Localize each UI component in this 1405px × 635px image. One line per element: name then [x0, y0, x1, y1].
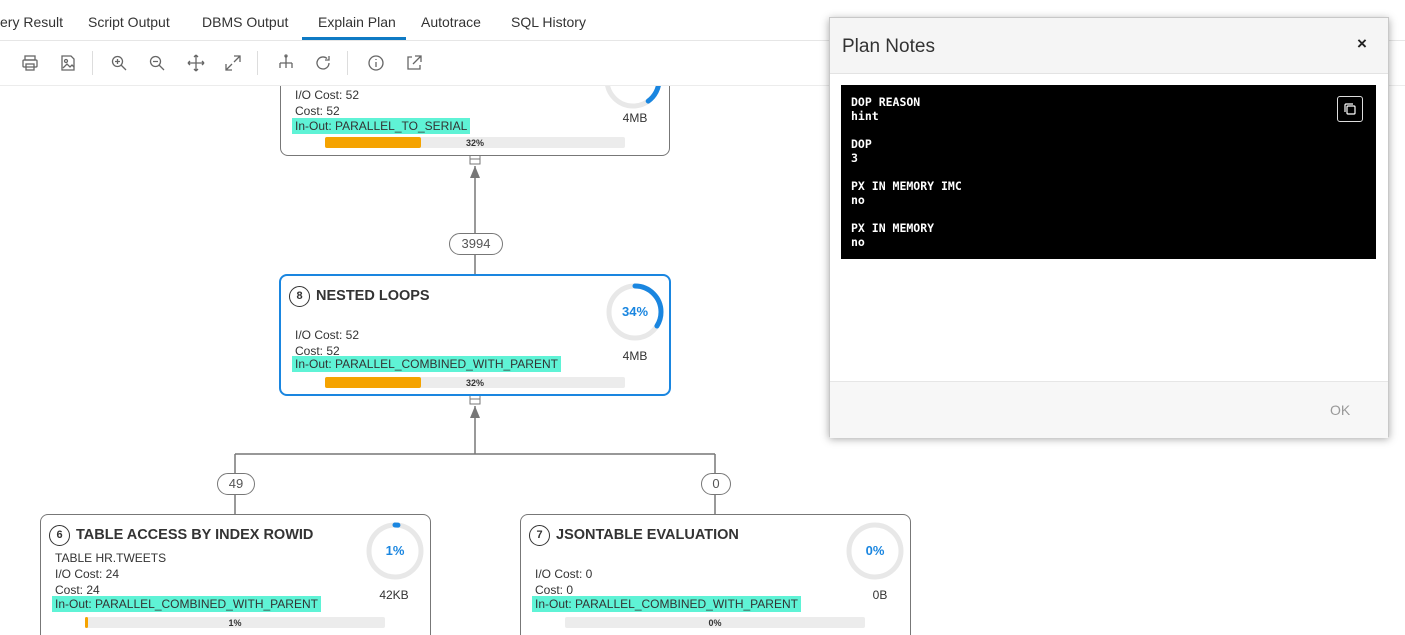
node-io-cost: I/O Cost: 24 [55, 567, 120, 581]
info-icon[interactable] [366, 53, 386, 73]
tab-query-result[interactable]: ery Result [0, 14, 64, 30]
tab-explain-plan[interactable]: Explain Plan [318, 14, 396, 30]
node-gauge: 34% [605, 282, 665, 342]
save-image-icon[interactable] [58, 53, 78, 73]
node-in-out: In-Out: PARALLEL_COMBINED_WITH_PARENT [52, 596, 321, 612]
node-id-badge: 7 [529, 525, 550, 546]
plan-notes-text[interactable]: DOP REASON hint DOP 3 PX IN MEMORY IMC n… [841, 85, 1376, 259]
node-table-name: TABLE HR.TWEETS [55, 551, 167, 565]
ok-button[interactable]: OK [1330, 402, 1351, 418]
node-cost: Cost: 52 [295, 344, 340, 358]
print-icon[interactable] [20, 53, 40, 73]
node-cost-bar: 32% [325, 137, 625, 148]
node-io-cost: I/O Cost: 52 [295, 88, 360, 102]
note-item: PX IN MEMORY no [851, 221, 935, 249]
plan-connectors [234, 153, 716, 514]
node-cost-bar: 1% [85, 617, 385, 628]
node-gauge: 1% [365, 521, 425, 581]
gauge-arc [366, 522, 424, 580]
plan-node-table-access[interactable]: 6 TABLE ACCESS BY INDEX ROWID TABLE HR.T… [40, 514, 431, 635]
zoom-out-icon[interactable] [147, 53, 167, 73]
note-item: DOP 3 [851, 137, 872, 165]
node-title: JSONTABLE EVALUATION [556, 527, 739, 543]
refresh-icon[interactable] [313, 53, 333, 73]
dialog-header: Plan Notes × [830, 18, 1388, 74]
toolbar-separator [257, 51, 258, 75]
tab-dbms-output[interactable]: DBMS Output [202, 14, 289, 30]
node-in-out: In-Out: PARALLEL_COMBINED_WITH_PARENT [532, 596, 801, 612]
node-title: NESTED LOOPS [316, 288, 430, 304]
note-item: DOP REASON hint [851, 95, 921, 123]
node-memory: 0B [872, 588, 888, 602]
plan-node-top[interactable]: I/O Cost: 52 Cost: 52 In-Out: PARALLEL_T… [280, 86, 670, 156]
plan-node-jsontable[interactable]: 7 JSONTABLE EVALUATION I/O Cost: 0 Cost:… [520, 514, 911, 635]
plan-canvas[interactable]: I/O Cost: 52 Cost: 52 In-Out: PARALLEL_T… [0, 86, 1405, 635]
plan-notes-dialog: Plan Notes × DOP REASON hint DOP 3 PX IN… [829, 17, 1389, 438]
node-cost: Cost: 0 [535, 583, 574, 597]
node-memory: 4MB [622, 349, 648, 363]
node-io-cost: I/O Cost: 0 [535, 567, 593, 581]
node-cost-bar: 32% [325, 377, 625, 388]
node-memory: 42KB [379, 588, 409, 602]
node-gauge [603, 86, 663, 110]
node-id-badge: 6 [49, 525, 70, 546]
node-gauge: 0% [845, 521, 905, 581]
toolbar-separator [347, 51, 348, 75]
dialog-title: Plan Notes [842, 36, 935, 57]
node-in-out: In-Out: PARALLEL_COMBINED_WITH_PARENT [292, 356, 561, 372]
node-cost: Cost: 52 [295, 104, 340, 118]
edge-rows-label: 3994 [449, 233, 503, 255]
copy-icon[interactable] [1337, 96, 1363, 122]
node-cost: Cost: 24 [55, 583, 100, 597]
tab-sql-history[interactable]: SQL History [511, 14, 586, 30]
node-memory: 4MB [622, 111, 648, 125]
tab-script-output[interactable]: Script Output [88, 14, 170, 30]
node-cost-bar: 0% [565, 617, 865, 628]
active-tab-indicator [302, 37, 406, 40]
expand-icon[interactable] [223, 53, 243, 73]
zoom-in-icon[interactable] [109, 53, 129, 73]
gauge-arc [606, 283, 664, 341]
tree-layout-icon[interactable] [276, 53, 296, 73]
open-external-icon[interactable] [404, 53, 424, 73]
plan-node-nested-loops[interactable]: 8 NESTED LOOPS I/O Cost: 52 Cost: 52 In-… [279, 274, 671, 396]
tab-autotrace[interactable]: Autotrace [421, 14, 481, 30]
dialog-body: DOP REASON hint DOP 3 PX IN MEMORY IMC n… [830, 74, 1388, 380]
node-id-badge: 8 [289, 286, 310, 307]
node-in-out: In-Out: PARALLEL_TO_SERIAL [292, 118, 471, 134]
close-icon[interactable]: × [1357, 34, 1367, 53]
move-icon[interactable] [186, 53, 206, 73]
toolbar-separator [92, 51, 93, 75]
edge-rows-label: 0 [701, 473, 731, 495]
dialog-footer: OK [830, 381, 1388, 438]
node-title: TABLE ACCESS BY INDEX ROWID [76, 527, 314, 543]
edge-rows-label: 49 [217, 473, 255, 495]
note-item: PX IN MEMORY IMC no [851, 179, 962, 207]
node-io-cost: I/O Cost: 52 [295, 328, 360, 342]
